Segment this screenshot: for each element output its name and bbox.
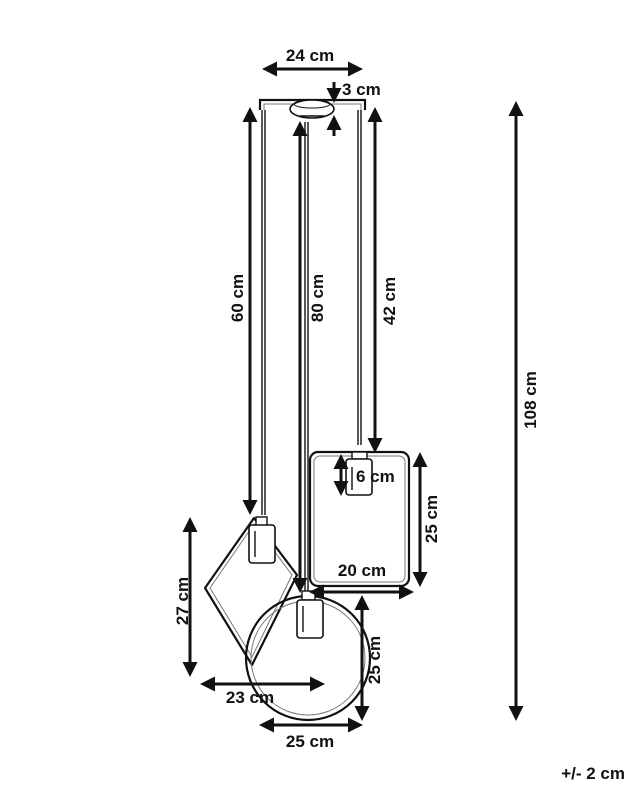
circle-height-label: 25 cm	[365, 636, 384, 684]
square-width-label: 20 cm	[338, 561, 386, 580]
canopy-width-label: 24 cm	[286, 46, 334, 65]
cable-right-label: 42 cm	[380, 277, 399, 325]
dimension-arrows	[182, 61, 524, 733]
ring-frame	[244, 590, 372, 722]
cable-middle-label: 80 cm	[308, 274, 327, 322]
canopy	[258, 98, 367, 119]
circle-width-label: 25 cm	[286, 732, 334, 751]
dimension-labels: 24 cm 3 cm 60 cm 80 cm 42 cm 108 cm 6 cm…	[173, 46, 625, 783]
square-height-label: 25 cm	[422, 495, 441, 543]
diamond-height-label: 27 cm	[173, 577, 192, 625]
lamp-drawing	[203, 98, 411, 722]
canopy-height-label: 3 cm	[342, 80, 381, 99]
tolerance-label: +/- 2 cm	[561, 764, 625, 783]
socket-label: 6 cm	[356, 467, 395, 486]
cable-left-label: 60 cm	[228, 274, 247, 322]
diamond-width-label: 23 cm	[226, 688, 274, 707]
diamond-frame	[203, 516, 299, 667]
cables	[261, 110, 362, 592]
total-height-label: 108 cm	[521, 371, 540, 429]
